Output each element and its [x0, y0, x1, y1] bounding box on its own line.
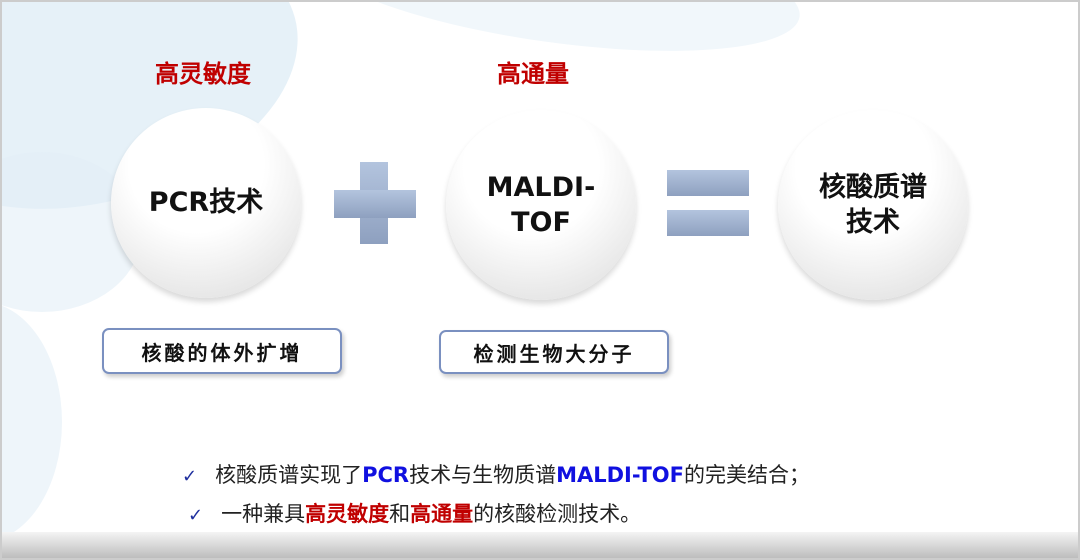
box-maldi-desc: 检测生物大分子: [439, 330, 669, 374]
text: 核酸质谱实现了: [215, 463, 363, 487]
text: 的核酸检测技术。: [473, 502, 642, 526]
text: 一种兼具: [221, 502, 306, 526]
circle-maldi: MALDI- TOF: [446, 110, 636, 300]
circle-pcr: PCR技术: [111, 108, 301, 298]
text: 和: [389, 502, 411, 526]
result-text-1: 核酸质谱: [819, 171, 927, 203]
label-high-throughput: 高通量: [497, 60, 569, 88]
check-icon: ✓: [182, 466, 198, 487]
text-throughput: 高通量: [410, 502, 474, 526]
result-text-2: 技术: [846, 207, 900, 238]
equals-icon: [667, 210, 749, 236]
bullet-2: ✓ 一种兼具高灵敏度和高通量的核酸检测技术。: [188, 502, 641, 528]
check-icon: ✓: [188, 505, 204, 526]
text-sensitivity: 高灵敏度: [305, 502, 390, 526]
text-maldi: MALDI-TOF: [556, 463, 685, 487]
bullet-1: ✓ 核酸质谱实现了PCR技术与生物质谱MALDI-TOF的完美结合；: [182, 463, 810, 489]
circle-result: 核酸质谱技术: [778, 110, 968, 300]
maldi-text-1: MALDI-: [486, 171, 596, 203]
background-swirl: [2, 302, 62, 542]
maldi-text-2: TOF: [511, 207, 571, 238]
text-pcr: PCR: [362, 463, 410, 487]
bottom-band: [2, 532, 1078, 558]
label-high-sensitivity: 高灵敏度: [155, 60, 251, 88]
box-pcr-desc: 核酸的体外扩增: [102, 328, 342, 374]
pcr-text: PCR技术: [148, 187, 264, 219]
text: 的完美结合；: [684, 463, 811, 487]
plus-icon: [334, 190, 416, 218]
equals-icon: [667, 170, 749, 196]
text: 技术与生物质谱: [409, 463, 557, 487]
